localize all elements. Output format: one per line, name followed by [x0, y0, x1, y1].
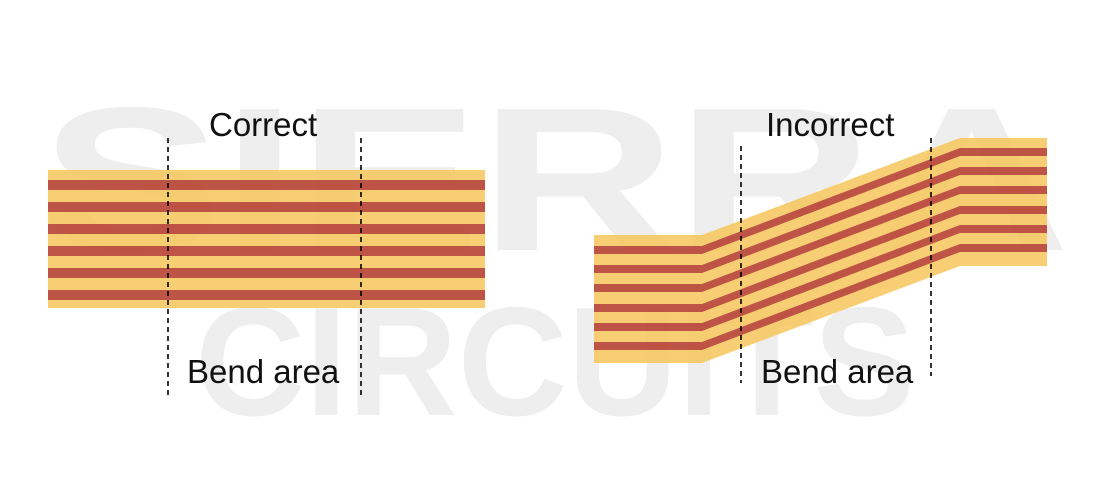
incorrect-trace-3 [594, 186, 1047, 292]
correct-trace-3 [48, 224, 485, 234]
correct-trace-2 [48, 202, 485, 212]
incorrect-bend-area-label: Bend area [761, 353, 914, 390]
correct-title: Correct [209, 106, 318, 143]
incorrect-trace-1 [594, 148, 1047, 254]
correct-dielectric-body [48, 170, 485, 308]
incorrect-trace-5 [594, 225, 1047, 331]
incorrect-trace-stack [594, 138, 1047, 363]
correct-trace-4 [48, 246, 485, 256]
correct-trace-5 [48, 268, 485, 278]
correct-bend-area-label: Bend area [187, 353, 340, 390]
incorrect-title: Incorrect [766, 106, 895, 143]
correct-trace-1 [48, 180, 485, 190]
correct-trace-stack [48, 170, 485, 308]
incorrect-copper-traces [594, 148, 1047, 350]
incorrect-trace-2 [594, 167, 1047, 273]
incorrect-trace-6 [594, 244, 1047, 350]
incorrect-trace-4 [594, 206, 1047, 312]
correct-copper-traces [48, 180, 485, 300]
correct-trace-6 [48, 290, 485, 300]
bend-area-guides [167, 138, 932, 395]
